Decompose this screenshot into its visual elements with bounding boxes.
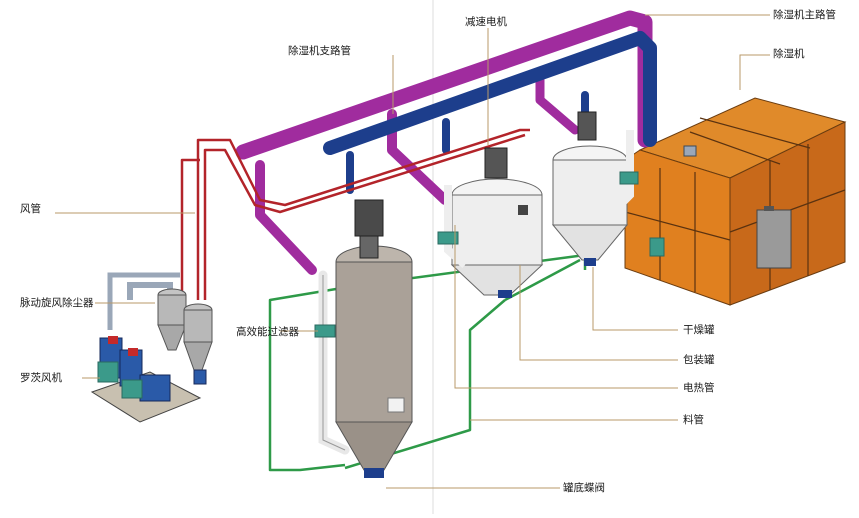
left-reducer-motor xyxy=(354,199,384,237)
butterfly-valve xyxy=(364,468,384,478)
red-air-duct xyxy=(180,128,530,300)
label-main-pipe: 除湿机主路管 xyxy=(773,9,836,21)
dehumidifier-unit xyxy=(624,97,847,306)
label-cyclone-collector: 脉动旋风除尘器 xyxy=(20,297,94,309)
hepa-filter-tank xyxy=(314,199,413,478)
label-butterfly-valve: 罐底蝶阀 xyxy=(563,482,605,494)
green-material-pipe xyxy=(268,253,587,472)
label-dehumidifier: 除湿机 xyxy=(773,48,805,60)
label-material-pipe: 料管 xyxy=(683,414,704,426)
label-reducer-motor: 减速电机 xyxy=(465,16,507,28)
label-roots-blower: 罗茨风机 xyxy=(20,372,62,384)
label-air-duct: 风管 xyxy=(20,203,41,215)
leader-lines xyxy=(55,14,770,489)
label-hepa-filter: 高效能过滤器 xyxy=(236,326,299,338)
control-panel xyxy=(764,206,774,211)
packing-tank xyxy=(437,147,544,298)
label-drying-tank: 干燥罐 xyxy=(683,324,715,336)
label-branch-pipe: 除湿机支路管 xyxy=(288,45,351,57)
label-packing-tank: 包装罐 xyxy=(683,354,715,366)
right-reducer-motor xyxy=(577,111,597,141)
roots-blower-group xyxy=(90,336,202,423)
drying-tank xyxy=(551,111,639,266)
middle-reducer-motor xyxy=(484,147,508,179)
dehumidifier-door xyxy=(756,209,792,269)
cyclone-collector-group xyxy=(107,272,213,385)
label-heating-tube: 电热管 xyxy=(683,382,715,394)
